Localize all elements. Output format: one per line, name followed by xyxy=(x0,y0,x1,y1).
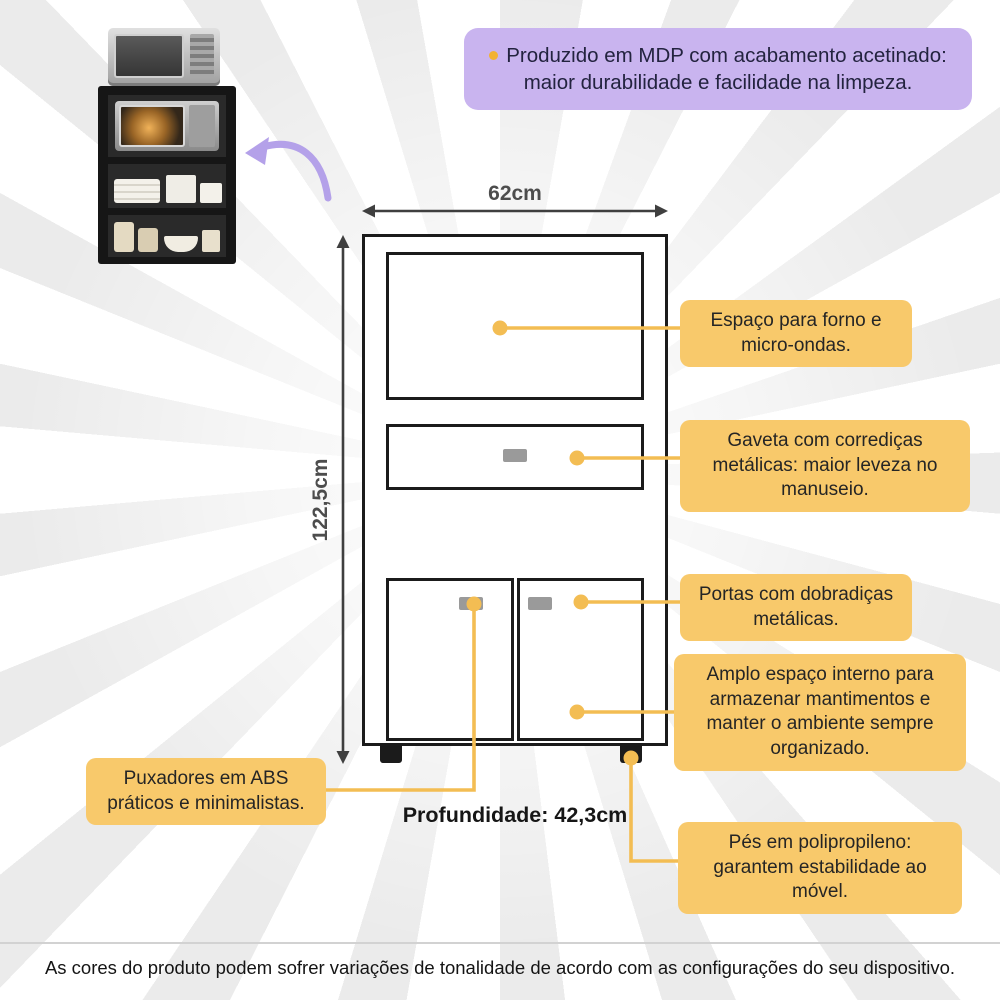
product-photo xyxy=(92,20,242,268)
height-dimension-arrow xyxy=(336,235,350,764)
photo-container-small xyxy=(200,183,222,203)
photo-shelf-microwave xyxy=(108,95,226,157)
photo-inner-microwave-panel xyxy=(189,105,215,147)
photo-shelf-jars xyxy=(108,215,226,257)
callout-drawer-slides: Gaveta com corrediças metálicas: maior l… xyxy=(680,420,970,513)
diagram-door-left xyxy=(386,578,514,741)
photo-shelf-dishes xyxy=(108,164,226,208)
cabinet-diagram xyxy=(362,234,668,746)
callout-internal-space: Amplo espaço interno para armazenar mant… xyxy=(674,654,966,771)
photo-canister xyxy=(202,230,220,252)
cabinet-foot-left xyxy=(380,746,402,763)
drawer-handle xyxy=(503,449,527,462)
door-right-handle xyxy=(528,597,552,610)
callout-door-hinges: Portas com dobradiças metálicas. xyxy=(680,574,912,642)
material-note-text: Produzido em MDP com acabamento acetinad… xyxy=(506,44,947,95)
photo-pointer-arrow-icon xyxy=(245,137,332,202)
photo-microwave-control-panel xyxy=(190,34,214,78)
photo-container xyxy=(166,175,196,203)
disclaimer-text: As cores do produto podem sofrer variaçõ… xyxy=(44,957,956,978)
photo-inner-microwave xyxy=(115,101,219,151)
diagram-microwave-compartment xyxy=(386,252,644,400)
width-dimension-arrow xyxy=(362,204,668,218)
photo-jar-small xyxy=(138,228,158,252)
callout-feet: Pés em polipropileno: garantem estabilid… xyxy=(678,822,962,915)
photo-inner-microwave-door xyxy=(119,105,185,147)
height-dimension-label: 122,5cm xyxy=(309,458,332,542)
photo-microwave-door xyxy=(114,34,184,78)
callout-microwave-space: Espaço para forno e micro-ondas. xyxy=(680,300,912,368)
material-note: Produzido em MDP com acabamento acetinad… xyxy=(464,28,972,111)
photo-bowl xyxy=(164,236,198,252)
photo-microwave-on-top xyxy=(108,28,220,86)
diagram-door-right xyxy=(517,578,644,741)
door-left-handle xyxy=(459,597,483,610)
callout-handles: Puxadores em ABS práticos e minimalistas… xyxy=(86,758,326,826)
photo-plate-stack xyxy=(114,179,160,203)
footer-divider xyxy=(0,942,1000,944)
diagram-drawer-front xyxy=(386,424,644,490)
depth-dimension-label: Profundidade: 42,3cm xyxy=(402,803,628,827)
photo-cabinet-body xyxy=(98,86,236,264)
bullet-dot-icon xyxy=(489,51,499,60)
cabinet-foot-right xyxy=(620,746,642,763)
photo-jar xyxy=(114,222,134,252)
width-dimension-label: 62cm xyxy=(488,182,542,205)
